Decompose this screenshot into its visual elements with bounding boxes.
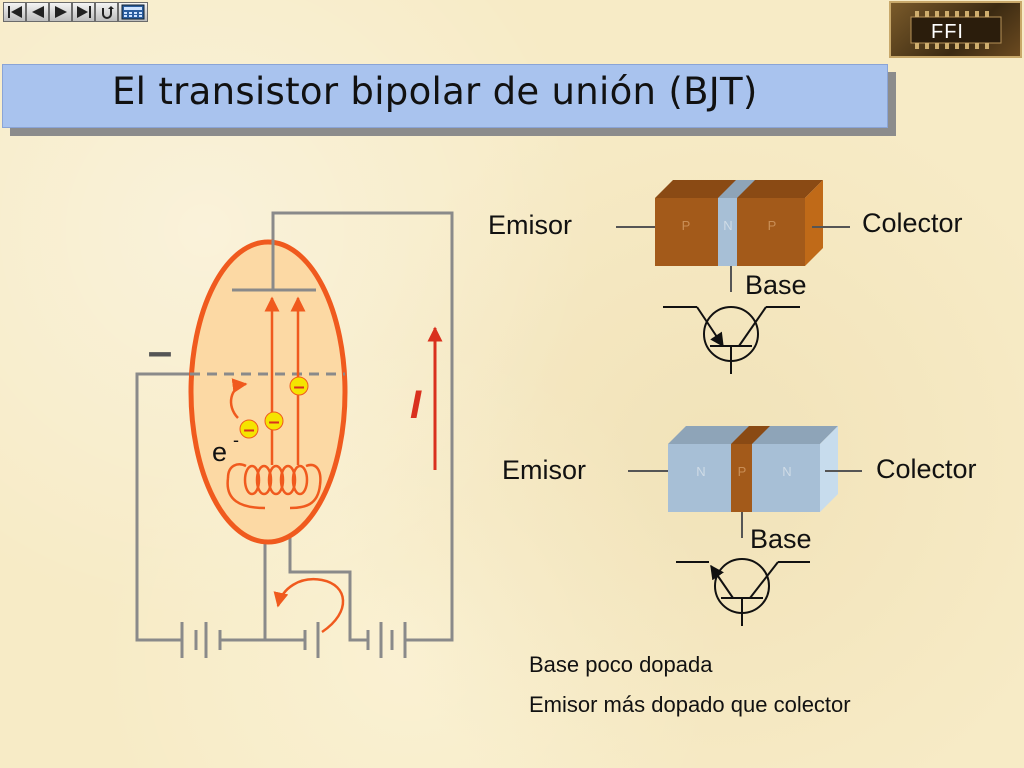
next-slide-icon[interactable] (49, 2, 72, 22)
electron-charge-3: – (239, 419, 259, 441)
pnp-collector-label: Colector (862, 208, 963, 238)
logo-text: FFI (931, 21, 964, 43)
first-slide-icon[interactable] (3, 2, 26, 22)
svg-text:–: – (293, 376, 304, 398)
npn-top-face-p (731, 426, 770, 444)
grid-negative-sign: – (148, 327, 172, 376)
npn-layer-label-1: N (696, 464, 705, 479)
battery-heater (303, 622, 320, 658)
npn-layer-n-emitter (668, 444, 731, 512)
pnp-transistor: P N P Emisor Colector Base (488, 180, 963, 374)
npn-collector-label: Colector (876, 454, 977, 484)
chip-logo-graphic (910, 11, 1002, 49)
npn-schematic-symbol (676, 558, 810, 626)
plate-wire (271, 211, 454, 642)
electron-return-arrow (229, 378, 248, 419)
note-emitter-doping: Emisor más dopado que colector (529, 692, 851, 717)
vacuum-tube-circuit: – – – e - – I (135, 211, 454, 658)
note-base-doping: Base poco dopada (529, 652, 713, 677)
npn-base-label: Base (750, 524, 812, 554)
pnp-layer-n-base (718, 198, 737, 266)
return-icon[interactable] (95, 2, 118, 22)
npn-layer-label-3: N (782, 464, 791, 479)
slide-navigation-toolbar (3, 2, 148, 22)
pnp-layer-label-2: N (723, 218, 732, 233)
electron-superscript: - (233, 430, 239, 450)
pnp-layer-p-emitter (655, 198, 718, 266)
pnp-base-label: Base (745, 270, 807, 300)
ffi-logo: FFI (889, 1, 1022, 58)
npn-side-face (820, 426, 838, 512)
heater-filament (226, 463, 322, 510)
tube-envelope (188, 239, 348, 545)
last-slide-icon[interactable] (72, 2, 95, 22)
previous-slide-icon[interactable] (26, 2, 49, 22)
grid-wire (135, 372, 190, 642)
electron-label: e (212, 437, 227, 467)
svg-text:–: – (268, 411, 279, 433)
pnp-layer-p-collector (737, 198, 805, 266)
npn-layer-n-collector (752, 444, 820, 512)
plate-current-label: I (410, 383, 422, 427)
heater-wire-right (288, 508, 368, 642)
npn-transistor: N P N Emisor Colector Base (502, 426, 977, 626)
pnp-layer-label-3: P (768, 218, 777, 233)
electron-charge-1: – (289, 376, 309, 398)
pnp-schematic-symbol (663, 306, 800, 374)
npn-layer-p-base (731, 444, 752, 512)
title-bar (2, 64, 888, 128)
pnp-layer-label-1: P (682, 218, 691, 233)
heater-current-arrow (273, 577, 345, 634)
npn-layer-label-2: P (738, 464, 747, 479)
pnp-emitter-label: Emisor (488, 210, 572, 240)
battery-grid (180, 622, 222, 658)
electron-charge-2: – (264, 411, 284, 433)
calculator-icon[interactable] (118, 2, 148, 22)
battery-plate (366, 622, 407, 658)
pnp-side-face (805, 180, 823, 266)
pnp-top-face-n (718, 180, 755, 198)
page-title: El transistor bipolar de unión (BJT) (112, 70, 758, 113)
svg-text:–: – (243, 419, 254, 441)
npn-emitter-label: Emisor (502, 455, 586, 485)
